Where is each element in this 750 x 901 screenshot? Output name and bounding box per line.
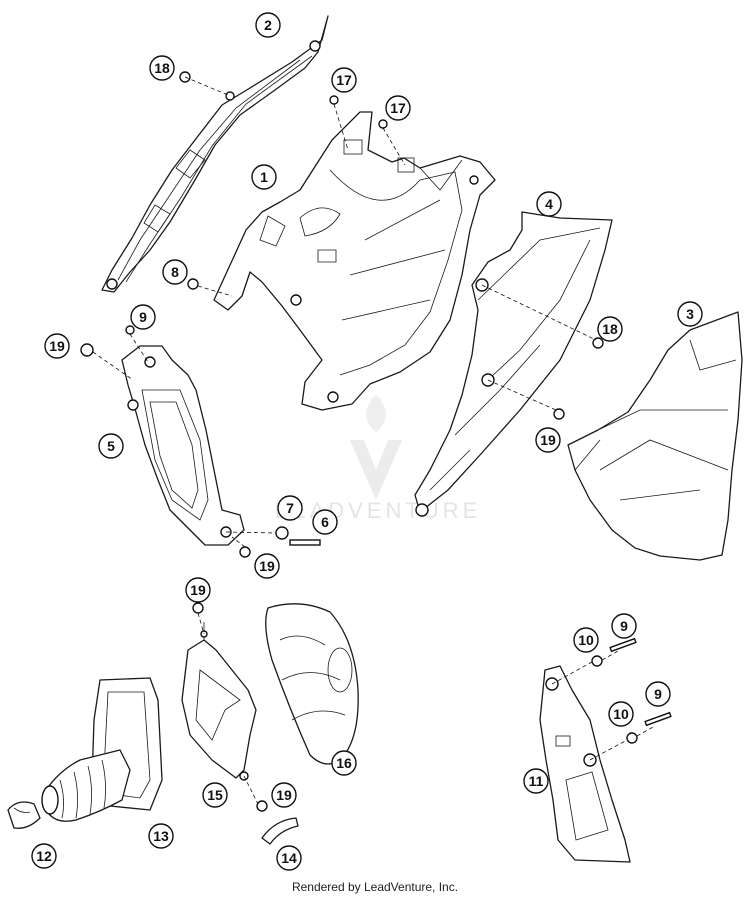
callout-14: 14 (276, 845, 302, 871)
callout-3: 3 (677, 301, 703, 327)
footer-credit: Rendered by LeadVenture, Inc. (291, 880, 459, 894)
part-11-bracket (539, 665, 631, 863)
part-12-clamp (7, 801, 41, 829)
callout-2: 2 (255, 12, 281, 38)
svg-text:18: 18 (602, 321, 618, 337)
callout-19-c: 19 (254, 553, 280, 579)
watermark: LEADVENTURE (275, 395, 482, 523)
svg-text:9: 9 (620, 618, 628, 634)
svg-text:15: 15 (207, 787, 223, 803)
nut-19d (192, 602, 204, 614)
watermark-flame-icon (366, 395, 386, 432)
callout-15: 15 (202, 782, 228, 808)
callout-9-a: 9 (130, 304, 156, 330)
svg-text:17: 17 (336, 72, 352, 88)
callout-17-b: 17 (385, 95, 411, 121)
callout-19-d: 19 (185, 577, 211, 603)
part-3-number-plate (567, 311, 743, 561)
bolt-9b (609, 637, 637, 653)
svg-text:14: 14 (281, 850, 297, 866)
callout-9-b: 9 (611, 613, 637, 639)
callout-10-a: 10 (573, 627, 599, 653)
svg-text:18: 18 (154, 60, 170, 76)
part-1-airbox (213, 111, 496, 411)
svg-text:10: 10 (613, 706, 629, 722)
svg-text:16: 16 (336, 755, 352, 771)
callout-19-a: 19 (44, 333, 70, 359)
callout-16: 16 (331, 750, 357, 776)
callout-11: 11 (523, 768, 549, 794)
watermark-text: LEADVENTURE (275, 498, 482, 523)
washer-10a (591, 655, 603, 667)
svg-text:10: 10 (578, 632, 594, 648)
svg-text:19: 19 (259, 558, 275, 574)
callout-19-b: 19 (535, 427, 561, 453)
part-4-side-panel (414, 211, 613, 517)
svg-text:19: 19 (49, 338, 65, 354)
svg-text:12: 12 (36, 848, 52, 864)
bolt-17a (329, 95, 339, 105)
svg-text:4: 4 (545, 196, 553, 212)
part-13-intake-boot (41, 677, 163, 822)
svg-text:6: 6 (321, 514, 329, 530)
part-14-clip (261, 817, 299, 845)
watermark-logo-icon (350, 440, 402, 500)
nut-8 (187, 278, 199, 290)
nut-19e (256, 800, 268, 812)
svg-text:9: 9 (139, 309, 147, 325)
callout-6: 6 (312, 509, 338, 535)
svg-text:2: 2 (264, 17, 272, 33)
svg-text:7: 7 (286, 500, 294, 516)
nut-18b (592, 337, 604, 349)
callout-9-c: 9 (645, 681, 671, 707)
nut-19b (553, 408, 565, 420)
bolt-9c (644, 711, 672, 727)
callout-5: 5 (98, 433, 124, 459)
callout-10-b: 10 (608, 701, 634, 727)
callout-18-a: 18 (149, 55, 175, 81)
part-5-filter-cage (121, 345, 245, 546)
bolt-9a (125, 325, 135, 335)
washer-7 (275, 526, 289, 540)
nut-19a (80, 343, 94, 357)
svg-text:19: 19 (276, 787, 292, 803)
nut-19c (239, 546, 251, 558)
svg-text:13: 13 (153, 828, 169, 844)
svg-text:3: 3 (686, 306, 694, 322)
svg-text:19: 19 (190, 582, 206, 598)
hardware (80, 71, 672, 812)
svg-text:11: 11 (529, 773, 544, 789)
part-2-side-cover (101, 15, 329, 293)
callout-19-e: 19 (271, 782, 297, 808)
callout-18-b: 18 (597, 316, 623, 342)
callout-12: 12 (31, 843, 57, 869)
callout-17-a: 17 (331, 67, 357, 93)
callout-4: 4 (536, 191, 562, 217)
callout-1: 1 (251, 164, 277, 190)
washer-10b (626, 732, 638, 744)
bolt-17b (378, 119, 388, 129)
svg-text:8: 8 (171, 264, 179, 280)
bolt-6 (289, 539, 321, 546)
leader-lines (92, 76, 656, 805)
svg-text:17: 17 (390, 100, 406, 116)
svg-text:1: 1 (260, 169, 268, 185)
part-16-filter-cover (265, 603, 359, 765)
callout-8: 8 (162, 259, 188, 285)
part-15-filter-frame (181, 622, 257, 781)
svg-text:19: 19 (540, 432, 556, 448)
callout-7: 7 (277, 495, 303, 521)
callout-13: 13 (148, 823, 174, 849)
svg-text:5: 5 (107, 438, 115, 454)
svg-text:9: 9 (654, 686, 662, 702)
